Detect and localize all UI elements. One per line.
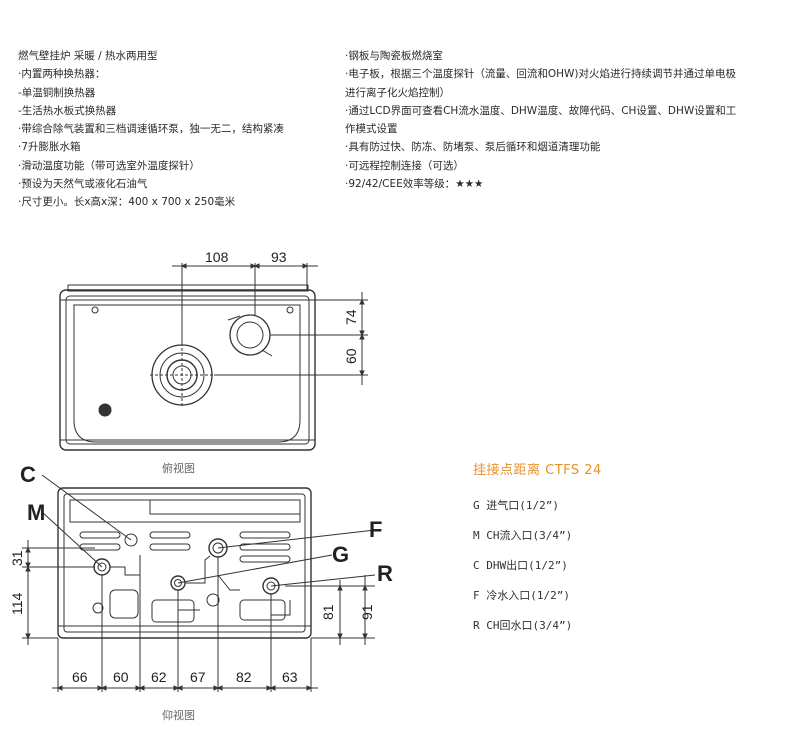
dim-bottom-label: 62 — [151, 669, 167, 685]
letter-f: F — [369, 517, 382, 542]
connection-item: R CH回水口(3/4”) — [473, 619, 573, 632]
feature-line: ·钢板与陶瓷板燃烧室 — [345, 50, 443, 62]
letter-r: R — [377, 561, 393, 586]
feature-line: ·预设为天然气或液化石油气 — [18, 178, 148, 191]
feature-line: -单温铜制换热器 — [18, 86, 96, 99]
dim-93-label: 93 — [271, 249, 287, 265]
top-view-caption: 俯视图 — [162, 462, 195, 475]
connection-item: G 进气口(1/2”) — [473, 499, 559, 512]
top-view-drawing — [59, 263, 368, 451]
connection-item: M CH流入口(3/4”) — [473, 529, 573, 542]
dim-60-label: 60 — [343, 348, 359, 364]
dim-bottom-label: 67 — [190, 669, 206, 685]
feature-line: 进行离子化火焰控制） — [345, 86, 450, 99]
feature-line: 作模式设置 — [345, 123, 398, 136]
dim-114-label: 114 — [9, 592, 25, 615]
dim-31-label: 31 — [9, 550, 25, 566]
feature-line: ·具有防过快、防冻、防堵泵、泵后循环和烟道清理功能 — [345, 141, 601, 154]
feature-line: 燃气壁挂炉 采暖 / 热水两用型 — [18, 50, 158, 62]
feature-line: ·92/42/CEE效率等级：★★★ — [345, 178, 484, 191]
dim-bottom-label: 66 — [72, 669, 88, 685]
feature-line: ·可远程控制连接（可选） — [345, 159, 464, 172]
feature-line: ·带综合除气装置和三档调速循环泵，独一无二，结构紧凑 — [18, 123, 284, 136]
dim-74-label: 74 — [343, 309, 359, 325]
feature-line: ·7升膨胀水箱 — [18, 141, 81, 154]
dim-bottom-label: 82 — [236, 669, 252, 685]
bottom-view-caption: 仰视图 — [162, 709, 195, 722]
feature-line: ·尺寸更小。长x高x深：400 x 700 x 250毫米 — [18, 196, 236, 209]
bottom-view-drawing — [22, 474, 376, 692]
feature-line: ·通过LCD界面可查看CH流水温度、DHW温度、故障代码、CH设置、DHW设置和… — [345, 104, 737, 117]
letter-g: G — [332, 542, 349, 567]
connection-item: F 冷水入口(1/2”) — [473, 589, 570, 602]
feature-line: -生活热水板式换热器 — [18, 104, 117, 117]
dim-bottom-label: 63 — [282, 669, 298, 685]
letter-m: M — [27, 500, 45, 525]
dim-91-label: 91 — [359, 604, 375, 620]
dim-108-label: 108 — [205, 249, 229, 265]
connections-title: 挂接点距离 CTFS 24 — [473, 463, 602, 478]
features-left-list: 燃气壁挂炉 采暖 / 热水两用型 ·内置两种换热器： -单温铜制换热器 -生活热… — [18, 47, 284, 212]
features-right-list: ·钢板与陶瓷板燃烧室 ·电子板，根据三个温度探针（流量、回流和OHW)对火焰进行… — [345, 47, 736, 193]
dim-bottom-label: 60 — [113, 669, 129, 685]
feature-line: ·内置两种换热器： — [18, 68, 106, 81]
dim-81-label: 81 — [320, 604, 336, 620]
feature-line: ·滑动温度功能（带可选室外温度探针） — [18, 159, 200, 172]
letter-c: C — [20, 462, 36, 487]
connection-item: C DHW出口(1/2”) — [473, 559, 568, 572]
feature-line: ·电子板，根据三个温度探针（流量、回流和OHW)对火焰进行持续调节并通过单电极 — [345, 68, 736, 81]
